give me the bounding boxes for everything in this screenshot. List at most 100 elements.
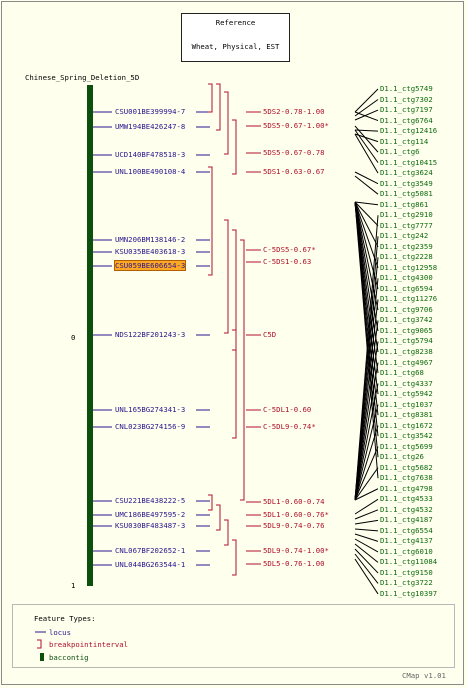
contig-label[interactable]: D1.1_ctg12416 [380, 126, 438, 136]
breakpoint-bracket[interactable] [232, 119, 237, 175]
interval-label[interactable]: 5DS1-0.63-0.67 [263, 167, 325, 176]
interval-label[interactable]: 5DL5-0.76-1.00 [263, 559, 325, 568]
contig-label[interactable]: D1.1_ctg7302 [380, 94, 433, 104]
contig-label[interactable]: D1.1_ctg4798 [380, 483, 433, 493]
breakpoint-bracket[interactable] [232, 229, 237, 351]
contig-label[interactable]: D1.1_ctg5699 [380, 441, 433, 451]
contig-label[interactable]: D1.1_ctg5794 [380, 336, 433, 346]
contig-label[interactable]: D1.1_ctg3542 [380, 431, 433, 441]
contig-label[interactable]: D1.1_ctg4533 [380, 494, 433, 504]
contig-label[interactable]: D1.1_ctg3549 [380, 178, 433, 188]
contig-label[interactable]: D1.1_ctg861 [380, 199, 429, 209]
locus-label[interactable]: KSU030BF483487-3 [115, 521, 186, 530]
contig-fan-line [354, 201, 379, 479]
contig-label[interactable]: D1.1_ctg68 [380, 368, 424, 378]
locus-label[interactable]: CSU059BE606654-3 [113, 260, 187, 271]
contig-label[interactable]: D1.1_ctg2910 [380, 210, 433, 220]
locus-label[interactable]: UNL165BG274341-3 [115, 405, 186, 414]
locus-label[interactable]: CNL023BG274156-9 [115, 422, 186, 431]
contig-fan-line [354, 509, 379, 520]
contig-label[interactable]: D1.1_ctg114 [380, 136, 429, 146]
contig-fan-line [354, 109, 379, 121]
contig-label[interactable]: D1.1_ctg4300 [380, 273, 433, 283]
locus-label[interactable]: UNL044BG263544-1 [115, 560, 186, 569]
chromosome-map-bar[interactable] [87, 85, 93, 586]
contig-label[interactable]: D1.1_ctg9065 [380, 325, 433, 335]
contig-fan-line [354, 201, 379, 248]
contig-label[interactable]: D1.1_ctg7638 [380, 473, 433, 483]
contig-label[interactable]: D1.1_ctg26 [380, 452, 424, 462]
contig-label[interactable]: D1.1_ctg1672 [380, 420, 433, 430]
contig-label[interactable]: D1.1_ctg12958 [380, 262, 438, 272]
legend-baccontig: baccontig [49, 653, 89, 662]
contig-label[interactable]: D1.1_ctg2228 [380, 252, 433, 262]
locus-label[interactable]: NDS122BF201243-3 [115, 330, 186, 339]
locus-label[interactable]: UCD140BF478518-3 [115, 150, 186, 159]
locus-label[interactable]: CNL067BF202652-1 [115, 546, 186, 555]
contig-label[interactable]: D1.1_ctg9706 [380, 304, 433, 314]
interval-label[interactable]: 5DL9-0.74-0.76 [263, 521, 325, 530]
interval-label[interactable]: C-5DS1-0.63 [263, 257, 312, 266]
breakpoint-bracket[interactable] [208, 166, 213, 276]
interval-label[interactable]: 5DS5-0.67-0.78 [263, 148, 325, 157]
contig-label[interactable]: D1.1_ctg6554 [380, 525, 433, 535]
interval-label[interactable]: C-5DL9-0.74* [263, 422, 316, 431]
contig-label[interactable]: D1.1_ctg5081 [380, 189, 433, 199]
contig-label[interactable]: D1.1_ctg5682 [380, 462, 433, 472]
contig-label[interactable]: D1.1_ctg6010 [380, 546, 433, 556]
contig-label[interactable]: D1.1_ctg3722 [380, 578, 433, 588]
interval-label[interactable]: C5D [263, 330, 277, 339]
contig-label[interactable]: D1.1_ctg7777 [380, 220, 433, 230]
map-name[interactable]: Chinese_Spring_Deletion_5D [25, 73, 140, 82]
breakpoint-bracket[interactable] [208, 494, 213, 511]
reference-map-box[interactable]: Reference Wheat, Physical, EST [181, 13, 290, 62]
contig-label[interactable]: D1.1_ctg6594 [380, 283, 433, 293]
locus-label[interactable]: UMC186BE497595-2 [115, 510, 186, 519]
breakpoint-bracket[interactable] [224, 219, 229, 334]
contig-label[interactable]: D1.1_ctg5942 [380, 389, 433, 399]
contig-label[interactable]: D1.1_ctg4337 [380, 378, 433, 388]
interval-label[interactable]: 5DL1-0.60-0.76* [263, 510, 329, 519]
interval-label[interactable]: 5DL9-0.74-1.00* [263, 546, 329, 555]
breakpoint-bracket[interactable] [208, 83, 213, 113]
contig-label[interactable]: D1.1_ctg3742 [380, 315, 433, 325]
contig-label[interactable]: D1.1_ctg9150 [380, 567, 433, 577]
breakpoint-bracket[interactable] [240, 239, 245, 501]
contig-label[interactable]: D1.1_ctg4137 [380, 536, 433, 546]
contig-label[interactable]: D1.1_ctg8381 [380, 410, 433, 420]
locus-label[interactable]: UMW194BE426247-8 [115, 122, 186, 131]
contig-label[interactable]: D1.1_ctg7197 [380, 105, 433, 115]
contig-label[interactable]: D1.1_ctg4967 [380, 357, 433, 367]
locus-label[interactable]: UMN206BM138146-2 [115, 235, 186, 244]
contig-label[interactable]: D1.1_ctg4187 [380, 515, 433, 525]
interval-label[interactable]: 5DS2-0.78-1.00 [263, 107, 325, 116]
contig-label[interactable]: D1.1_ctg11084 [380, 557, 438, 567]
breakpoint-bracket[interactable] [232, 539, 237, 576]
contig-label[interactable]: D1.1_ctg5749 [380, 84, 433, 93]
contig-label[interactable]: D1.1_ctg11276 [380, 294, 438, 304]
contig-label[interactable]: D1.1_ctg6764 [380, 115, 433, 125]
locus-label[interactable]: CSU221BE438222-5 [115, 496, 186, 505]
contig-label[interactable]: D1.1_ctg242 [380, 231, 429, 241]
contig-label[interactable]: D1.1_ctg2359 [380, 241, 433, 251]
interval-label[interactable]: C-5DL1-0.60 [263, 405, 312, 414]
contig-label[interactable]: D1.1_ctg6 [380, 147, 420, 157]
interval-label[interactable]: 5DL1-0.60-0.74 [263, 497, 325, 506]
breakpoint-bracket[interactable] [224, 519, 229, 546]
contig-label[interactable]: D1.1_ctg3624 [380, 168, 433, 178]
breakpoint-bracket[interactable] [216, 83, 221, 131]
contig-label[interactable]: D1.1_ctg10415 [380, 157, 438, 167]
interval-label[interactable]: C-5DS5-0.67* [263, 245, 316, 254]
interval-label[interactable]: 5DS5-0.67-1.00* [263, 121, 329, 130]
contig-label[interactable]: D1.1_ctg8238 [380, 347, 433, 356]
locus-label[interactable]: KSU035BE403618-3 [115, 247, 186, 256]
breakpoint-bracket[interactable] [232, 329, 237, 439]
locus-label[interactable]: CSU001BE399994-7 [115, 107, 186, 116]
locus-label[interactable]: UNL100BE490108-4 [115, 167, 186, 176]
contig-label[interactable]: D1.1_ctg4532 [380, 504, 433, 514]
breakpoint-bracket[interactable] [224, 91, 229, 155]
contig-label[interactable]: D1.1_ctg10397 [380, 588, 438, 598]
contig-label[interactable]: D1.1_ctg1037 [380, 399, 433, 409]
breakpoint-bracket[interactable] [216, 504, 221, 531]
